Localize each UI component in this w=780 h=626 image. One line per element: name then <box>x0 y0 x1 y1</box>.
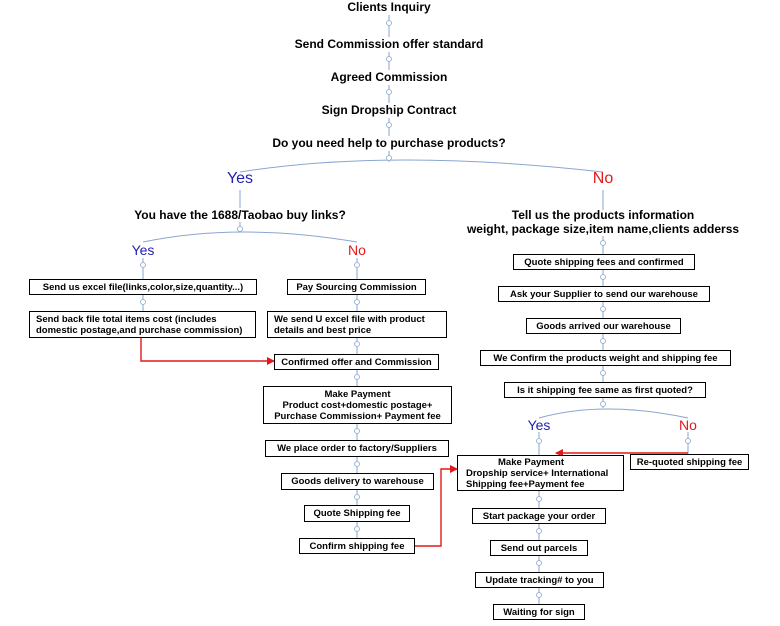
box-fee-same-question: Is it shipping fee same as first quoted? <box>504 382 706 398</box>
step-sign-contract: Sign Dropship Contract <box>321 103 457 117</box>
box-requoted-fee: Re-quoted shipping fee <box>630 454 749 470</box>
box-start-package: Start package your order <box>472 508 606 524</box>
answer-no-links: No <box>348 242 366 258</box>
box-send-back-cost: Send back file total items cost (include… <box>29 311 256 338</box>
answer-yes-purchase: Yes <box>226 170 254 187</box>
answer-no-purchase: No <box>592 170 614 187</box>
question-buy-links: You have the 1688/Taobao buy links? <box>134 208 346 222</box>
box-send-parcels: Send out parcels <box>490 540 588 556</box>
box-quote-shipping: Quote Shipping fee <box>304 505 410 522</box>
box-update-tracking: Update tracking# to you <box>475 572 604 588</box>
answer-yes-fee-same: Yes <box>527 417 551 433</box>
answer-yes-links: Yes <box>131 242 155 258</box>
box-goods-arrived: Goods arrived our warehouse <box>526 318 681 334</box>
question-purchase-help: Do you need help to purchase products? <box>272 136 506 150</box>
box-ask-supplier: Ask your Supplier to send our warehouse <box>498 286 710 302</box>
box-goods-delivery: Goods delivery to warehouse <box>281 473 434 490</box>
box-confirm-shipping: Confirm shipping fee <box>299 538 415 554</box>
answer-no-fee-same: No <box>679 417 697 433</box>
box-pay-sourcing-commission: Pay Sourcing Commission <box>287 279 426 295</box>
step-send-commission-offer: Send Commission offer standard <box>294 37 484 51</box>
box-quote-shipping-confirmed: Quote shipping fees and confirmed <box>513 254 695 270</box>
box-waiting-for-sign: Waiting for sign <box>493 604 585 620</box>
step-agreed-commission: Agreed Commission <box>330 70 448 84</box>
step-clients-inquiry: Clients Inquiry <box>347 0 431 14</box>
box-send-excel-file: Send us excel file(links,color,size,quan… <box>29 279 257 295</box>
box-confirmed-offer: Confirmed offer and Commission <box>274 354 439 370</box>
box-place-order: We place order to factory/Suppliers <box>265 440 449 457</box>
box-confirm-weight: We Confirm the products weight and shipp… <box>480 350 731 366</box>
